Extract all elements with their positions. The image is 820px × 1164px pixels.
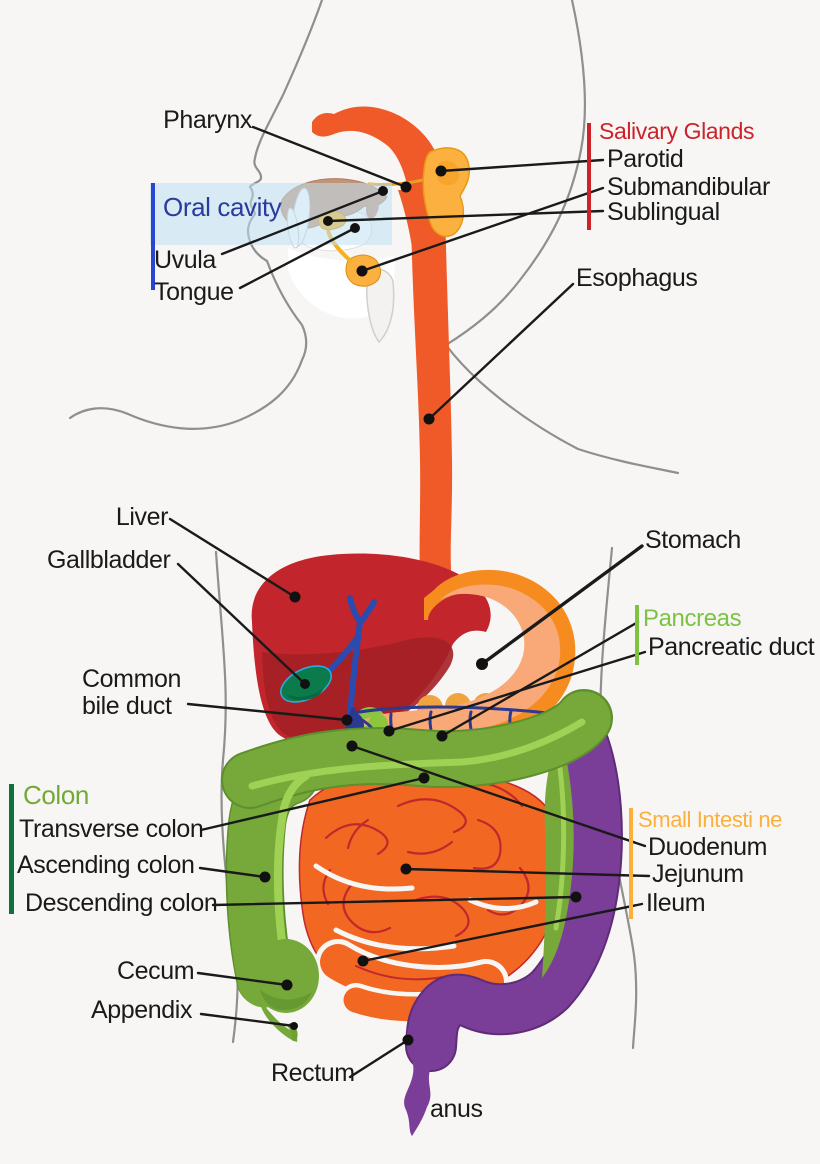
common-bile-duct-label-line1: Common: [82, 665, 182, 693]
cecum-shape: [253, 939, 319, 1013]
leader-dots: [259, 165, 582, 1046]
pancreatic-duct-label: Pancreatic duct: [648, 633, 815, 661]
small-intestine-bar: [629, 808, 633, 919]
ileum-line: [361, 902, 644, 963]
larynx-white-shape: [365, 268, 395, 344]
cecum-taper: [258, 996, 298, 1042]
pancreas-label: Pancreas: [643, 605, 742, 632]
sublingual-label: Sublingual: [607, 198, 720, 226]
colon-bar: [9, 784, 14, 914]
common-bile-duct-label: Common bile duct: [82, 666, 181, 719]
stomach-body-fill: [352, 585, 559, 738]
taenia-transverse: [248, 718, 586, 790]
tongue-label: Tongue: [154, 278, 234, 306]
duodenum-label: Duodenum: [648, 833, 768, 861]
rectum-line: [348, 1038, 410, 1079]
common-bile-duct-label-line2: bile duct: [82, 691, 172, 720]
ileum-label: Ileum: [646, 889, 706, 917]
oral-cavity-label: Oral cavity: [163, 192, 282, 222]
cecum-label: Cecum: [117, 957, 195, 985]
jejunum-line: [404, 867, 651, 878]
transverse-colon-label: Transverse colon: [19, 815, 204, 843]
stomach-line: [480, 544, 644, 666]
cystic-duct-shape: [327, 635, 360, 673]
pharynx-label: Pharynx: [163, 106, 252, 134]
small-intestine-label: Small Intesti ne: [638, 807, 783, 832]
gallbladder-shade: [286, 688, 324, 700]
descending-colon-line: [211, 895, 578, 907]
cecum-shade: [260, 990, 312, 1010]
transverse-colon-line: [199, 776, 426, 832]
hypopharynx-shape: [398, 190, 436, 285]
torso-left-outline: [214, 550, 239, 1044]
parotid-line: [439, 158, 605, 173]
uvula-label: Uvula: [154, 246, 216, 274]
liver-label: Liver: [115, 503, 169, 531]
anus-label: anus: [430, 1095, 483, 1123]
gallbladder-label: Gallbladder: [47, 546, 171, 574]
esophagus-line: [427, 282, 575, 421]
colon-label: Colon: [23, 780, 89, 810]
cecum-line: [196, 971, 289, 987]
submandibular-label: Submandibular: [607, 173, 770, 201]
submandibular-line: [360, 186, 605, 273]
descending-colon-art: [404, 714, 623, 1136]
ascending-colon-label: Ascending colon: [17, 851, 195, 879]
head-back-outline: [444, 0, 680, 475]
duodenum-line: [350, 744, 647, 848]
rectum-label: Rectum: [271, 1059, 355, 1087]
colon-art: [221, 689, 613, 1042]
rectum-shape: [404, 1026, 447, 1136]
ascending-colon-line: [198, 866, 267, 879]
sublingual-line: [326, 209, 605, 223]
salivary-glands-bar: [587, 123, 591, 230]
liver-line: [168, 517, 297, 599]
common-bile-duct-line: [186, 702, 349, 722]
pancreas-bar: [635, 605, 639, 665]
oral-cavity-bar: [151, 183, 155, 290]
taenia-leaf-on-purple: [542, 732, 574, 978]
stomach-label: Stomach: [645, 526, 741, 554]
gallbladder-line: [176, 562, 307, 686]
parotid-label: Parotid: [607, 145, 684, 173]
esophagus-label: Esophagus: [576, 264, 698, 292]
tongue-line: [238, 226, 357, 290]
descending-colon-label: Descending colon: [25, 889, 218, 917]
taenia-ascending: [274, 772, 310, 962]
uvula-line: [220, 189, 385, 256]
appendix-label: Appendix: [91, 996, 193, 1024]
leader-lines: [168, 125, 651, 1079]
pharynx-line: [251, 125, 408, 189]
salivary-glands-label: Salivary Glands: [599, 118, 755, 144]
pancreatic-duct-line: [387, 650, 647, 733]
common-bile-duct-shape: [347, 619, 363, 719]
pancreas-line: [440, 620, 640, 738]
appendix-line: [199, 1012, 296, 1028]
jejunum-label: Jejunum: [652, 860, 744, 888]
